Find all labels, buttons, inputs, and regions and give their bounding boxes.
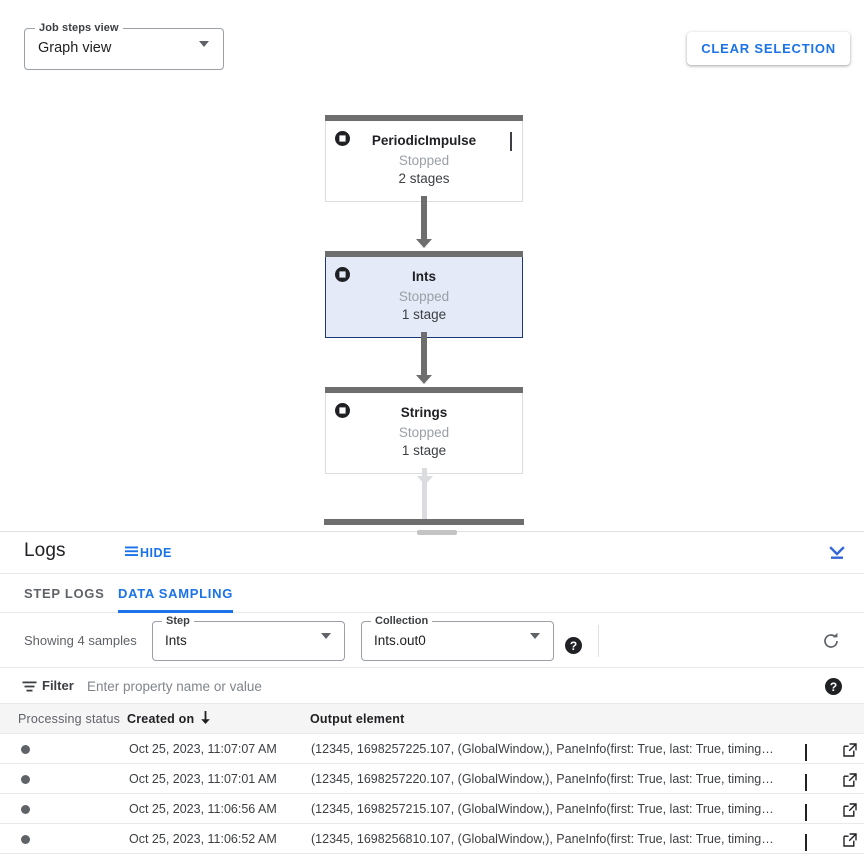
cell-output-element: (12345, 1698257215.107, (GlobalWindow,),… [311, 802, 774, 816]
panel-resize-handle[interactable] [417, 530, 457, 535]
job-steps-view-value: Graph view [38, 40, 112, 56]
help-icon[interactable]: ? [565, 637, 582, 654]
chevron-down-icon[interactable] [805, 804, 807, 821]
stop-circle-icon [334, 402, 351, 419]
graph-node-ints[interactable]: Ints Stopped 1 stage [325, 251, 523, 338]
collection-select-value: Ints.out0 [374, 633, 426, 648]
node-status-bar [325, 251, 523, 257]
logs-tabs: STEP LOGS DATA SAMPLING [0, 574, 864, 613]
job-steps-view-select[interactable]: Job steps view Graph view [24, 22, 224, 70]
node-title: Ints [411, 269, 436, 284]
caret-down-icon [199, 41, 209, 65]
graph-edge-arrow [416, 239, 432, 248]
step-select-value: Ints [165, 633, 187, 648]
collapse-panel-button[interactable] [826, 543, 848, 563]
stop-circle-icon [334, 130, 351, 147]
column-header-created-on-label: Created on [127, 712, 195, 726]
refresh-icon[interactable] [821, 631, 841, 651]
status-dot-icon [21, 745, 30, 754]
cell-output-element: (12345, 1698257225.107, (GlobalWindow,),… [311, 742, 774, 756]
help-icon[interactable]: ? [825, 678, 842, 695]
chevron-down-icon[interactable] [805, 774, 807, 791]
node-stages: 1 stage [401, 443, 447, 458]
collection-select[interactable]: Collection Ints.out0 [361, 615, 554, 661]
table-row[interactable]: Oct 25, 2023, 11:06:52 AM (12345, 169825… [0, 824, 864, 854]
tab-step-logs[interactable]: STEP LOGS [24, 574, 104, 613]
graph-edge [421, 332, 427, 376]
stop-circle-icon [334, 266, 351, 283]
table-row[interactable]: Oct 25, 2023, 11:07:01 AM (12345, 169825… [0, 764, 864, 794]
graph-edge-arrow [416, 375, 432, 384]
step-select-label: Step [162, 615, 194, 627]
node-stages: 2 stages [398, 171, 450, 186]
arrow-down-icon [199, 710, 212, 729]
graph-node-periodicimpulse[interactable]: PeriodicImpulse Stopped 2 stages [325, 115, 523, 202]
controls-divider [598, 625, 599, 657]
chevron-down-icon[interactable] [805, 834, 807, 851]
node-status-bar [325, 387, 523, 393]
collection-select-label: Collection [371, 615, 433, 627]
job-graph-panel: Job steps view Graph view CLEAR SELECTIO… [24, 22, 850, 525]
status-dot-icon [21, 835, 30, 844]
node-status: Stopped [398, 425, 450, 440]
logs-title: Logs [24, 540, 66, 561]
node-status: Stopped [398, 289, 450, 304]
node-title: PeriodicImpulse [371, 133, 477, 148]
node-stages: 1 stage [401, 307, 447, 322]
column-header-created-on[interactable]: Created on [127, 711, 210, 726]
cell-created-on: Oct 25, 2023, 11:07:01 AM [129, 772, 277, 786]
chevron-down-icon[interactable] [510, 132, 512, 151]
graph-node-strings[interactable]: Strings Stopped 1 stage [325, 387, 523, 474]
filter-label: Filter [42, 678, 74, 693]
collapse-down-icon [826, 546, 848, 566]
cell-output-element: (12345, 1698256810.107, (GlobalWindow,),… [311, 832, 774, 846]
hide-logs-button[interactable]: HIDE [124, 544, 172, 562]
open-in-new-icon[interactable] [843, 803, 857, 820]
list-lines-icon [124, 544, 139, 562]
table-header-row: Processing status Created on Output elem… [0, 704, 864, 734]
showing-samples-text: Showing 4 samples [24, 633, 137, 648]
filter-list-icon [22, 680, 37, 698]
cell-created-on: Oct 25, 2023, 11:07:07 AM [129, 742, 277, 756]
cell-created-on: Oct 25, 2023, 11:06:56 AM [129, 802, 277, 816]
column-header-output-element[interactable]: Output element [310, 712, 405, 726]
step-select[interactable]: Step Ints [152, 615, 345, 661]
caret-down-icon [530, 633, 540, 657]
caret-down-icon [321, 633, 331, 657]
cell-created-on: Oct 25, 2023, 11:06:52 AM [129, 832, 277, 846]
filter-row: Filter ? [0, 668, 864, 704]
tab-data-sampling[interactable]: DATA SAMPLING [118, 574, 234, 613]
graph-edge-arrow [416, 476, 433, 485]
node-status-bar [325, 115, 523, 121]
graph-edge [421, 468, 427, 520]
status-dot-icon [21, 775, 30, 784]
cell-output-element: (12345, 1698257220.107, (GlobalWindow,),… [311, 772, 774, 786]
job-steps-view-label: Job steps view [35, 22, 123, 34]
table-row[interactable]: Oct 25, 2023, 11:07:07 AM (12345, 169825… [0, 734, 864, 764]
graph-edge [421, 196, 427, 240]
node-title: Strings [400, 405, 448, 420]
status-dot-icon [21, 805, 30, 814]
data-sampling-table: Processing status Created on Output elem… [0, 704, 864, 854]
logs-panel: Logs HIDE STEP LOGS DATA SAMPLING [0, 530, 864, 856]
open-in-new-icon[interactable] [843, 833, 857, 850]
logs-header: Logs HIDE [0, 532, 864, 574]
filter-input[interactable] [87, 676, 787, 696]
hide-logs-label: HIDE [140, 546, 172, 560]
graph-node-partial-bar [324, 519, 524, 525]
open-in-new-icon[interactable] [843, 743, 857, 760]
sampling-controls-row: Showing 4 samples Step Ints Collection I… [0, 613, 864, 668]
column-header-processing-status[interactable]: Processing status [18, 712, 121, 726]
node-status: Stopped [398, 153, 450, 168]
clear-selection-button[interactable]: CLEAR SELECTION [687, 32, 850, 65]
chevron-down-icon[interactable] [805, 744, 807, 761]
table-row[interactable]: Oct 25, 2023, 11:06:56 AM (12345, 169825… [0, 794, 864, 824]
open-in-new-icon[interactable] [843, 773, 857, 790]
